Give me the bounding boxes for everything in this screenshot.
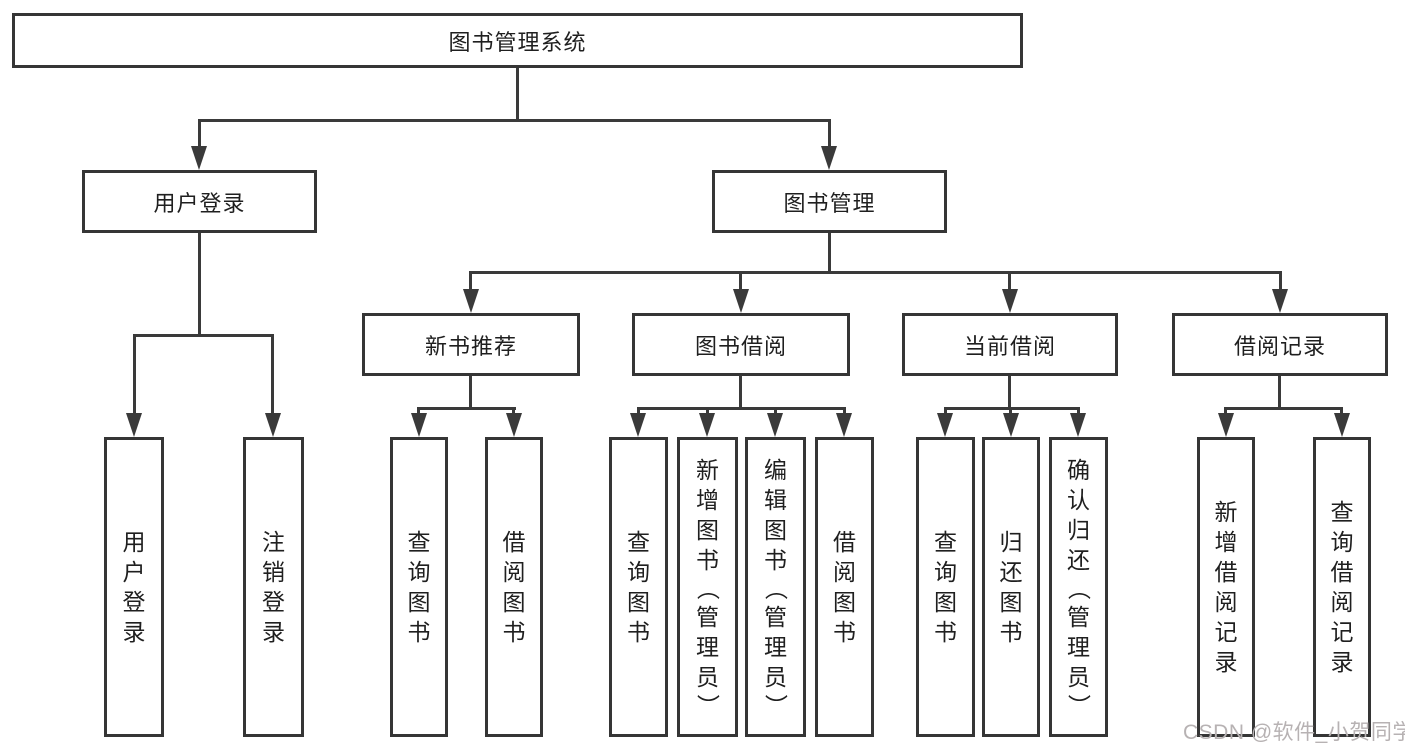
connector-line — [1008, 271, 1011, 295]
node-current-borrow: 当前借阅 — [902, 313, 1118, 376]
leaf-confirm-return-admin: 确认归还（管理员） — [1049, 437, 1108, 737]
node-label: 用户登录 — [153, 190, 246, 216]
arrow-down-icon — [1334, 413, 1350, 437]
leaf-query-book: 查询图书 — [609, 437, 668, 737]
connector-line — [469, 271, 472, 295]
connector-line — [198, 233, 201, 336]
connector-line — [198, 119, 201, 152]
leaf-add-book-admin: 新增图书（管理员） — [677, 437, 738, 737]
node-label: 图书借阅 — [694, 333, 787, 359]
node-new-book-recommend: 新书推荐 — [362, 313, 580, 376]
leaf-query-book: 查询图书 — [916, 437, 975, 737]
node-label: 图书管理系统 — [448, 29, 587, 55]
arrow-down-icon — [1218, 413, 1234, 437]
connector-line — [1224, 407, 1343, 410]
arrow-down-icon — [1272, 289, 1288, 313]
connector-line — [637, 407, 846, 410]
leaf-add-borrow-record: 新增借阅记录 — [1197, 437, 1255, 737]
arrow-down-icon — [411, 413, 427, 437]
arrow-down-icon — [126, 413, 142, 437]
arrow-down-icon — [191, 146, 207, 170]
arrow-down-icon — [630, 413, 646, 437]
arrow-down-icon — [1003, 413, 1019, 437]
connector-line — [944, 407, 1080, 410]
connector-line — [1008, 376, 1011, 409]
leaf-return-book: 归还图书 — [982, 437, 1040, 737]
arrow-down-icon — [937, 413, 953, 437]
arrow-down-icon — [1070, 413, 1086, 437]
arrow-down-icon — [836, 413, 852, 437]
connector-line — [198, 119, 831, 122]
connector-line — [469, 271, 1281, 274]
connector-line — [133, 334, 136, 418]
connector-line — [1279, 271, 1282, 295]
arrow-down-icon — [821, 146, 837, 170]
connector-line — [469, 376, 472, 409]
connector-line — [417, 407, 516, 410]
arrow-down-icon — [699, 413, 715, 437]
leaf-edit-book-admin: 编辑图书（管理员） — [745, 437, 806, 737]
node-user-login: 用户登录 — [82, 170, 317, 233]
connector-line — [1278, 376, 1281, 409]
arrow-down-icon — [265, 413, 281, 437]
connector-line — [828, 233, 831, 273]
node-label: 新书推荐 — [424, 333, 517, 359]
node-borrow-records: 借阅记录 — [1172, 313, 1388, 376]
connector-line — [828, 119, 831, 152]
connector-line — [133, 334, 274, 337]
node-library-system: 图书管理系统 — [12, 13, 1023, 68]
node-label: 图书管理 — [783, 190, 876, 216]
arrow-down-icon — [506, 413, 522, 437]
leaf-borrow-book: 借阅图书 — [815, 437, 874, 737]
csdn-watermark: CSDN @软件_小贺同学 — [1183, 721, 1405, 744]
node-book-borrow: 图书借阅 — [632, 313, 850, 376]
arrow-down-icon — [733, 289, 749, 313]
connector-line — [739, 375, 742, 409]
arrow-down-icon — [1002, 289, 1018, 313]
node-book-management: 图书管理 — [712, 170, 947, 233]
arrow-down-icon — [767, 413, 783, 437]
connector-line — [516, 68, 519, 122]
leaf-borrow-book: 借阅图书 — [485, 437, 543, 737]
leaf-logout: 注销登录 — [243, 437, 304, 737]
leaf-query-book: 查询图书 — [390, 437, 448, 737]
connector-line — [271, 334, 274, 418]
connector-line — [739, 271, 742, 295]
arrow-down-icon — [463, 289, 479, 313]
node-label: 当前借阅 — [963, 333, 1056, 359]
leaf-user-login: 用户登录 — [104, 437, 164, 737]
node-label: 借阅记录 — [1233, 333, 1326, 359]
leaf-query-borrow-record: 查询借阅记录 — [1313, 437, 1371, 737]
